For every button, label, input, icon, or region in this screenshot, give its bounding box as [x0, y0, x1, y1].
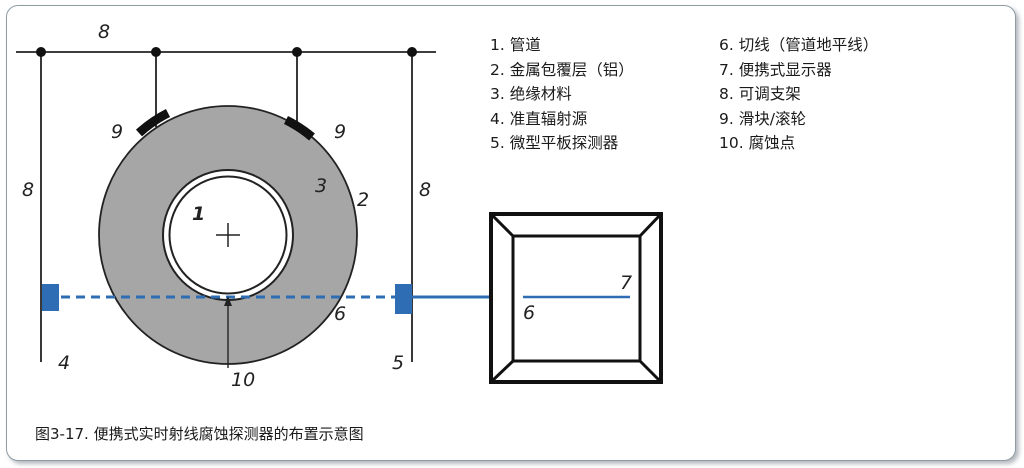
label-insulation: 3: [315, 175, 327, 197]
legend-item: 3. 绝缘材料: [490, 85, 572, 103]
slider-roller-left: [135, 108, 171, 137]
label-corrosion: 10: [231, 369, 255, 391]
legend-item: 2. 金属包覆层（铝）: [490, 60, 634, 79]
figure-caption: 图3-17. 便携式实时射线腐蚀探测器的布置示意图: [35, 425, 364, 443]
label-detector: 5: [392, 352, 404, 374]
label-stand-left: 8: [22, 179, 34, 201]
legend-item: 7. 便携式显示器: [719, 60, 832, 79]
pipe: [162, 169, 294, 301]
label-display-tangent: 6: [523, 302, 535, 324]
legend-item: 1. 管道: [490, 36, 541, 54]
label-pipe: 1: [192, 203, 205, 225]
legend-item: 9. 滑块/滚轮: [719, 109, 806, 128]
radiation-source: [42, 284, 59, 311]
legend-item: 5. 微型平板探测器: [490, 134, 619, 152]
label-source: 4: [58, 352, 70, 374]
flat-panel-detector: [395, 284, 412, 314]
label-cladding: 2: [357, 189, 369, 211]
label-display: 7: [620, 272, 632, 294]
adjustable-stand: [16, 47, 436, 362]
legend-item: 8. 可调支架: [719, 85, 801, 103]
portable-display: [489, 212, 663, 384]
label-stand-right: 8: [419, 179, 431, 201]
label-stand-top: 8: [98, 21, 110, 43]
label-tangent: 6: [334, 303, 346, 325]
legend-column-1: 1. 管道 2. 金属包覆层（铝） 3. 绝缘材料 4. 准直辐射源 5. 微型…: [490, 33, 634, 156]
legend-item: 4. 准直辐射源: [490, 109, 588, 128]
label-slider-right: 9: [334, 121, 346, 143]
legend-column-2: 6. 切线（管道地平线） 7. 便携式显示器 8. 可调支架 9. 滑块/滚轮 …: [719, 33, 878, 156]
legend-item: 10. 腐蚀点: [719, 134, 796, 152]
slider-roller-right: [283, 115, 315, 141]
legend-item: 6. 切线（管道地平线）: [719, 36, 879, 54]
corrosion-arrow: [224, 296, 232, 368]
label-slider-left: 9: [111, 121, 123, 143]
